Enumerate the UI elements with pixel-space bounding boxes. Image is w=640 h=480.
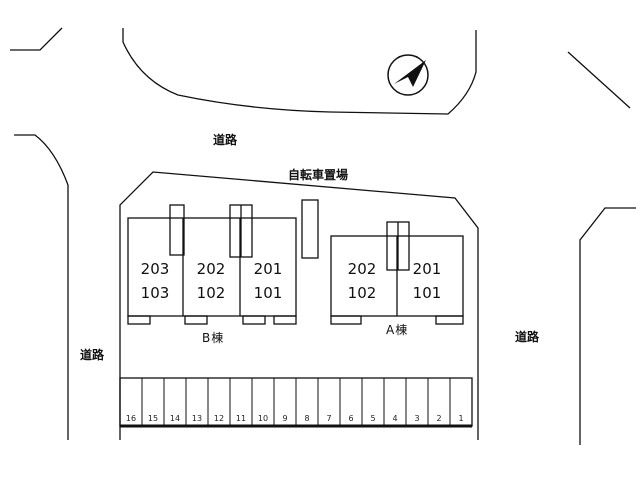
- road-label-top: 道路: [213, 133, 238, 147]
- building-b-label: B棟: [202, 331, 225, 345]
- road-label-left: 道路: [80, 348, 105, 362]
- parking-slot-number: 6: [348, 414, 354, 423]
- road-edge-top-left: [10, 27, 63, 51]
- parking-slot-number: 7: [326, 414, 332, 423]
- parking-slot-number: 15: [147, 414, 159, 423]
- parking-slot-number: 12: [213, 414, 225, 423]
- parking-slot-number: 4: [392, 414, 398, 423]
- building-b-outline: [127, 217, 297, 317]
- parking-slot-number: 8: [304, 414, 310, 423]
- parking-slot-number: 14: [169, 414, 181, 423]
- unit-a-201: 201: [412, 260, 442, 278]
- unit-a-101: 101: [412, 284, 442, 302]
- unit-b-202: 202: [196, 260, 226, 278]
- unit-b-201: 201: [253, 260, 283, 278]
- stair-b-left: [169, 204, 185, 256]
- bicycle-parking-area: [301, 199, 319, 259]
- road-label-right: 道路: [515, 330, 540, 344]
- road-edge-right: [579, 207, 636, 445]
- unit-b-103: 103: [140, 284, 170, 302]
- unit-a-202: 202: [347, 260, 377, 278]
- parking-slot-number: 3: [414, 414, 420, 423]
- parking-slot-number: 13: [191, 414, 203, 423]
- parking-slot-number: 2: [436, 414, 442, 423]
- unit-b-102: 102: [196, 284, 226, 302]
- parking-slot-number: 9: [282, 414, 288, 423]
- road-edge-left: [14, 134, 69, 440]
- parking-slot-number: 1: [458, 414, 464, 423]
- north-arrow-icon: [387, 54, 429, 96]
- unit-b-101: 101: [253, 284, 283, 302]
- parking-slot-number: 16: [125, 414, 137, 423]
- bicycle-parking-label: 自転車置場: [288, 168, 349, 182]
- building-a-label: A棟: [386, 323, 409, 337]
- unit-a-102: 102: [347, 284, 377, 302]
- road-edge-top-right: [567, 51, 631, 109]
- parking-slot-number: 10: [257, 414, 269, 423]
- parking-slot-number: 11: [235, 414, 247, 423]
- parking-slot-number: 5: [370, 414, 376, 423]
- unit-b-203: 203: [140, 260, 170, 278]
- top-block-outline: [122, 28, 477, 115]
- site-boundary: [119, 171, 479, 440]
